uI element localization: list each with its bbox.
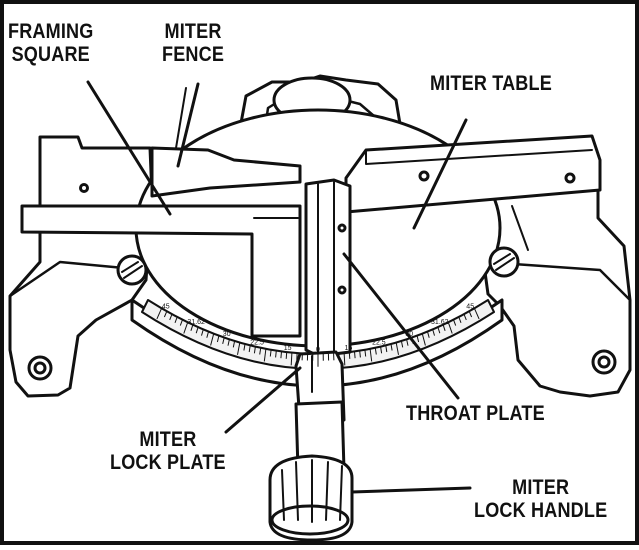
scale-number: 0 xyxy=(316,347,320,354)
scale-number: 15 xyxy=(345,345,353,352)
scale-number: 30 xyxy=(223,331,231,338)
scale-tick xyxy=(276,351,277,358)
right-thumb-screw xyxy=(490,248,518,276)
scale-tick xyxy=(360,351,361,358)
scale-tick xyxy=(349,352,350,359)
scale-number: 31.62 xyxy=(431,319,449,326)
label-miter-table: MITER TABLE xyxy=(430,72,552,95)
scale-number: 45 xyxy=(466,304,474,311)
scale-number: 45 xyxy=(162,304,170,311)
scale-tick xyxy=(291,353,292,366)
label-throat-plate: THROAT PLATE xyxy=(406,402,545,425)
scale-number: 22.5 xyxy=(250,340,264,347)
scale-tick xyxy=(344,353,345,366)
leader-miter-lock-handle xyxy=(352,488,470,492)
scale-tick xyxy=(281,352,282,359)
scale-tick xyxy=(286,352,287,359)
scale-number: 31.62 xyxy=(187,319,205,326)
throat-plate xyxy=(306,180,350,356)
left-thumb-screw xyxy=(118,256,146,284)
label-framing-square: FRAMING SQUARE xyxy=(8,20,93,66)
label-miter-fence: MITER FENCE xyxy=(162,20,224,66)
label-miter-lock-plate: MITER LOCK PLATE xyxy=(110,428,226,474)
scale-number: 22.5 xyxy=(372,340,386,347)
scale-number: 15 xyxy=(284,345,292,352)
scale-tick xyxy=(355,352,356,359)
label-miter-lock-handle: MITER LOCK HANDLE xyxy=(474,476,607,522)
